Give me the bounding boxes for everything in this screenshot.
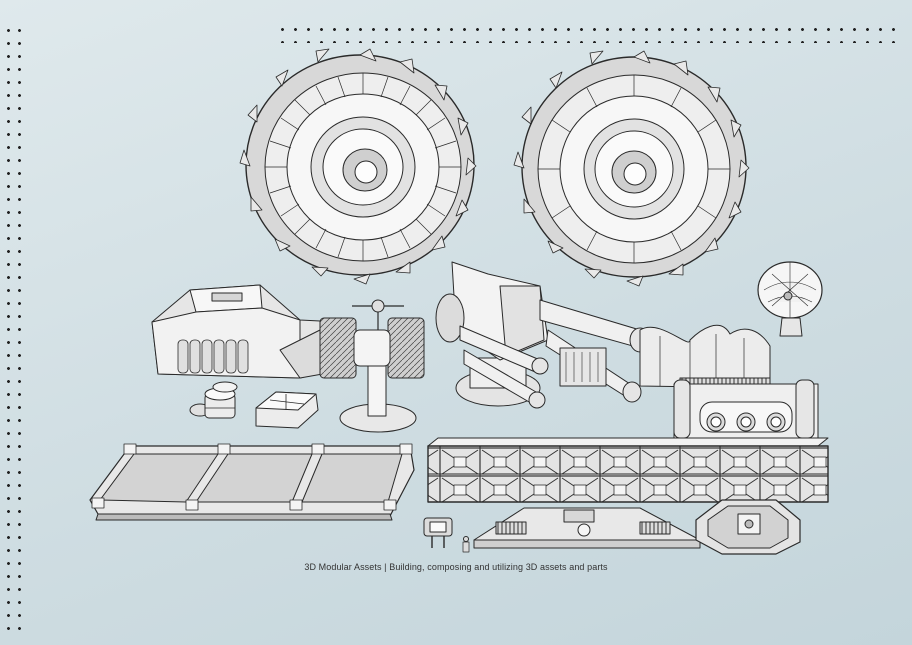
- twin-cannon-turret: [435, 261, 651, 409]
- human-scale-figure: [462, 536, 470, 553]
- reactor-pipe-module: [673, 377, 819, 439]
- dotted-border-left: [3, 24, 23, 639]
- hangar-building: [151, 284, 346, 379]
- comm-pylon: [319, 299, 425, 433]
- supply-crate: [255, 391, 319, 429]
- landing-pad-walkway: [89, 443, 415, 521]
- small-turret: [423, 517, 453, 548]
- lattice-truss-bridge: [427, 437, 829, 503]
- container-barrels: [189, 381, 238, 419]
- satellite-dish: [757, 261, 823, 337]
- exhaust-unit: [559, 324, 771, 389]
- wheel-left: [239, 48, 477, 285]
- ramp-bunker: [473, 507, 701, 549]
- dotted-border-top: [276, 23, 902, 43]
- wheel-right: [513, 50, 750, 287]
- figure-caption: 3D Modular Assets | Building, composing …: [304, 562, 608, 572]
- octagon-pad: [695, 499, 801, 555]
